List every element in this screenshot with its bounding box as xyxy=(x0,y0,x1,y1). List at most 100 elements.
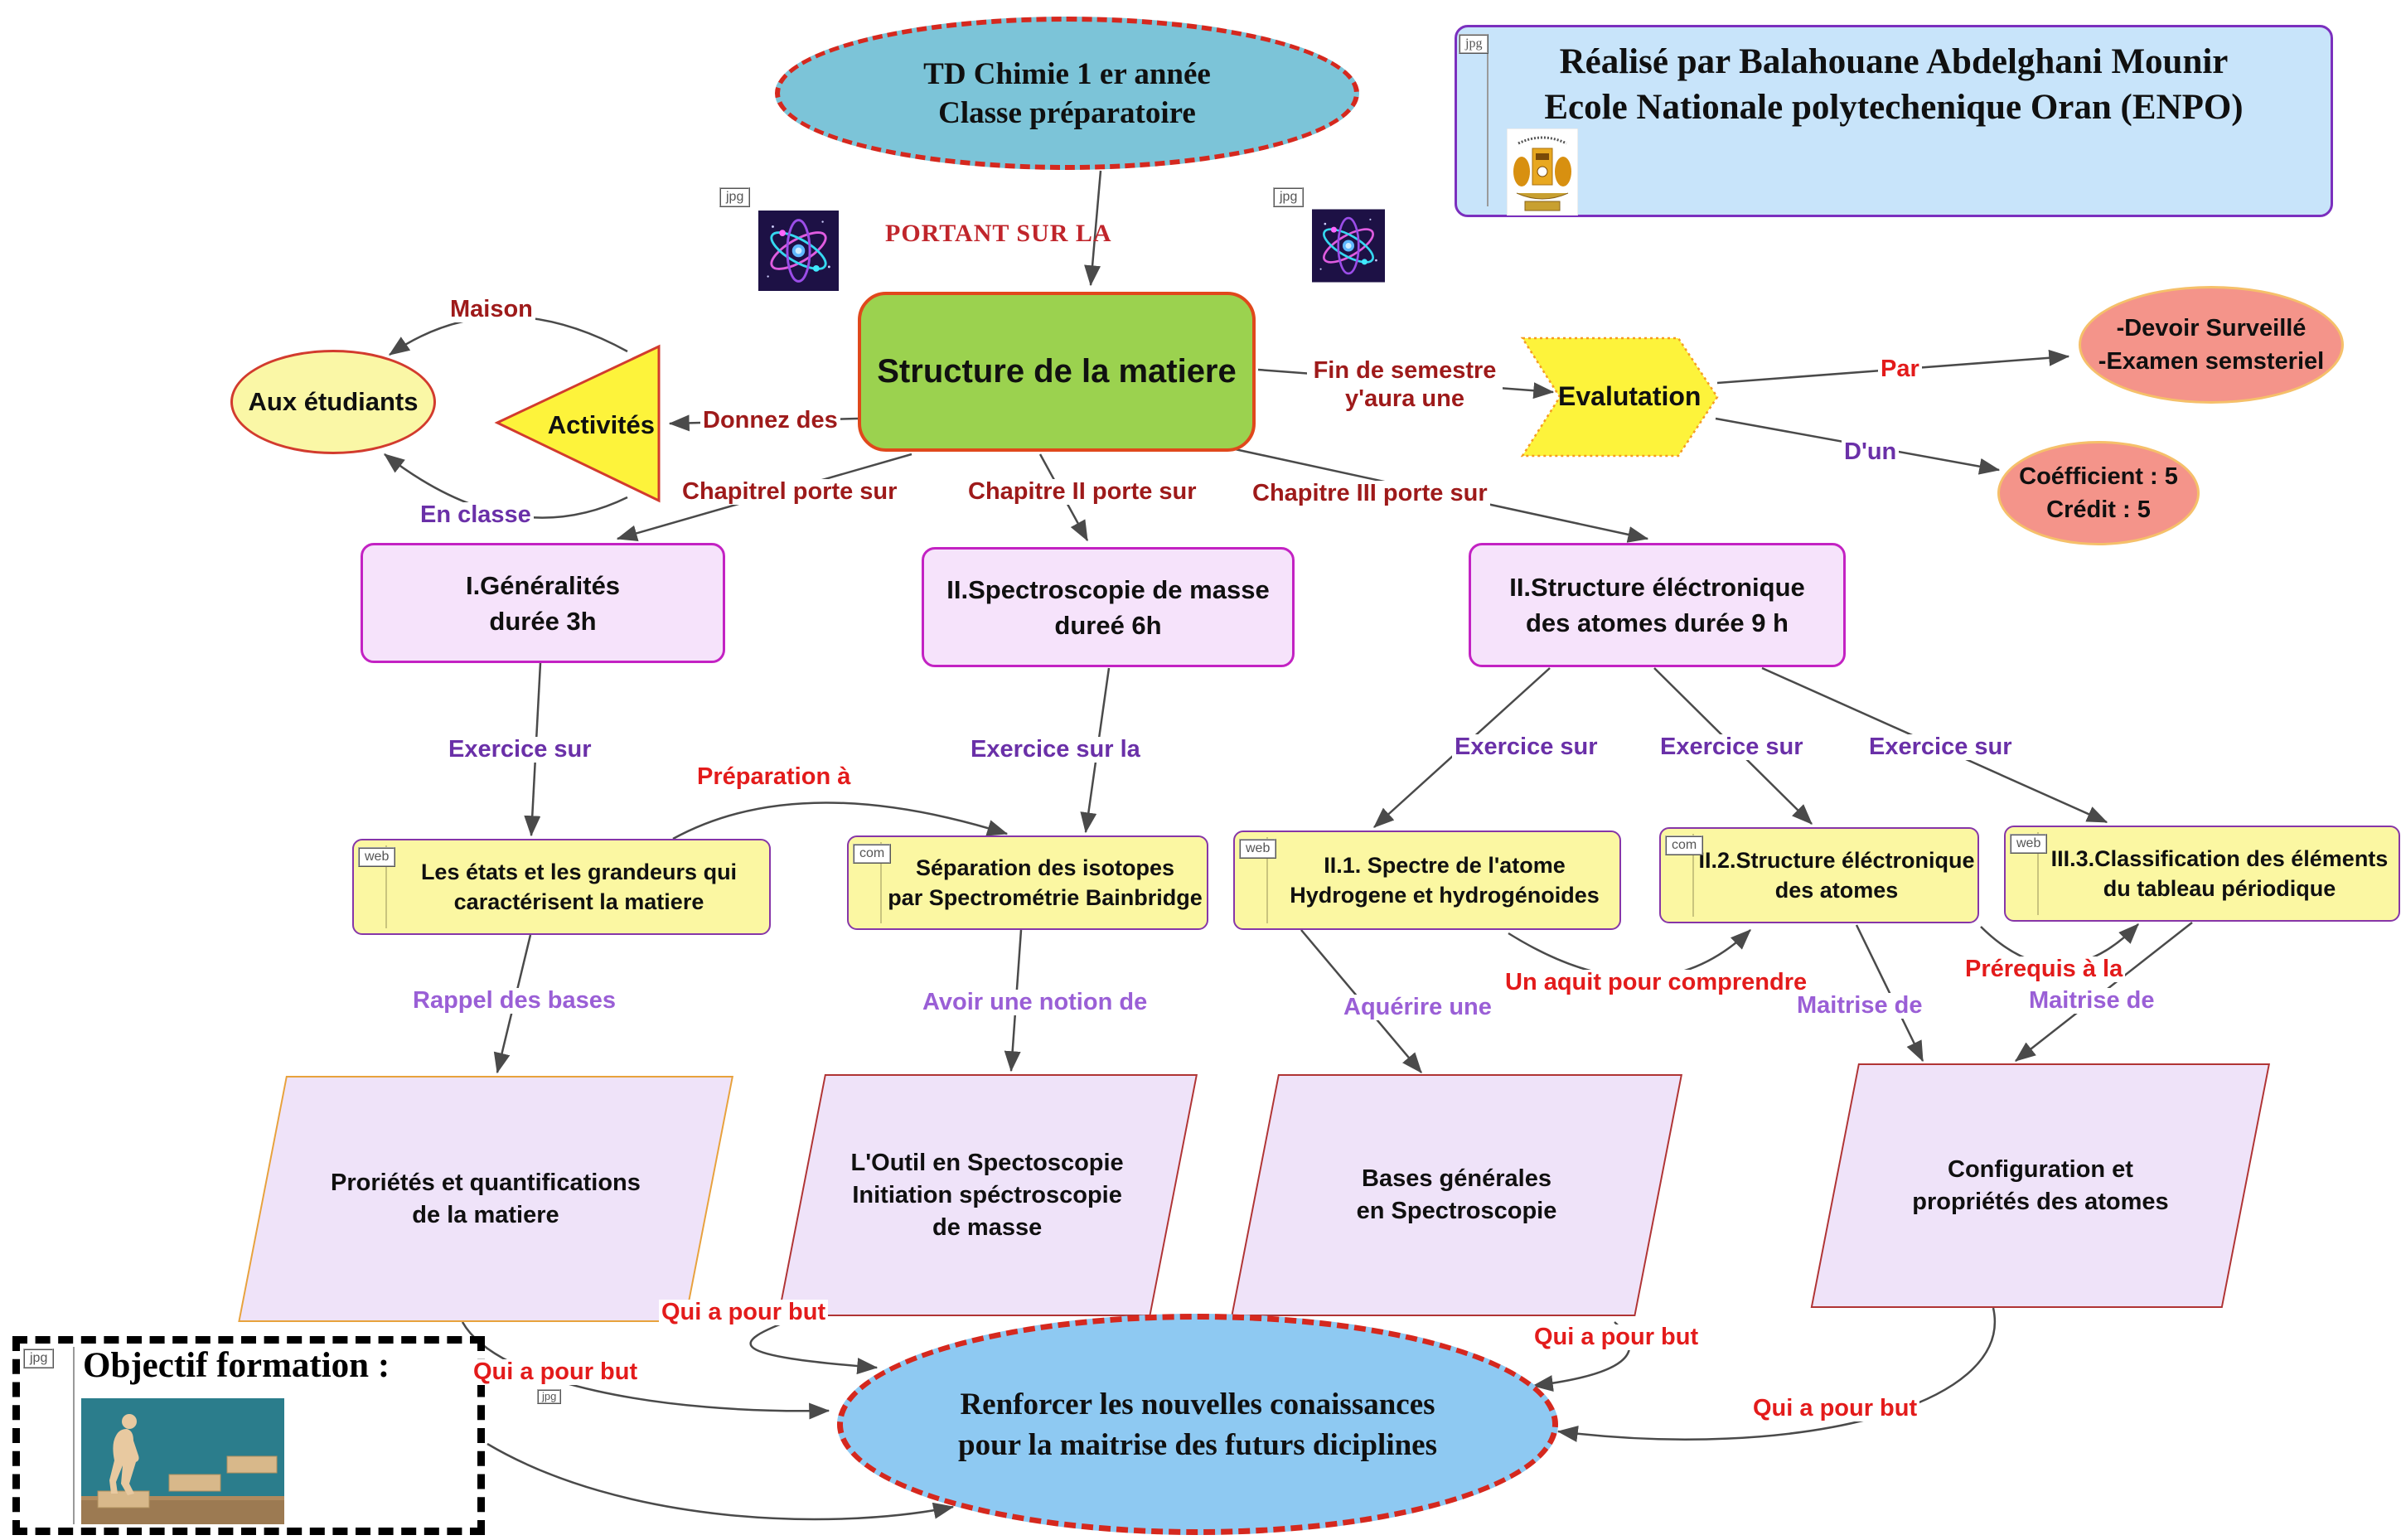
node-objectif-formation[interactable]: jpg Objectif formation : xyxy=(12,1336,485,1535)
chapter1-line1: I.Généralités xyxy=(465,570,621,600)
outcome2-text: L'Outil en Spectoscopie Initiation spéct… xyxy=(851,1147,1124,1244)
com-resource-tag[interactable]: com xyxy=(853,844,892,864)
link-label-but-4[interactable]: Qui a pour but xyxy=(1750,1396,1920,1421)
node-topic-classification-elements[interactable]: web III.3.Classification des éléments du… xyxy=(2004,826,2400,922)
jpg-resource-tag[interactable]: jpg xyxy=(719,187,751,207)
node-aux-etudiants[interactable]: Aux étudiants xyxy=(230,350,436,454)
course-line2: Classe préparatoire xyxy=(938,95,1196,130)
goal-line2: pour la maitrise des futurs diciplines xyxy=(958,1427,1437,1462)
topic2-line1: Séparation des isotopes xyxy=(915,855,1175,880)
link-label-maison[interactable]: Maison xyxy=(448,297,535,322)
activities-label[interactable]: Activités xyxy=(547,410,655,439)
jpg-resource-tag[interactable]: jpg xyxy=(1273,187,1305,207)
topic4-line1: II.2.Structure éléctronique xyxy=(1698,848,1975,873)
exams-line1: -Devoir Surveillé xyxy=(2116,315,2307,341)
link-label-maitrise2[interactable]: Maitrise de xyxy=(2026,988,2157,1014)
topic1-line2: caractérisent la matiere xyxy=(453,889,704,914)
objectif-title: Objectif formation : xyxy=(83,1346,390,1385)
topic-divider-line xyxy=(1692,834,1694,917)
topic5-line1: III.3.Classification des éléments xyxy=(2050,846,2389,871)
link-label-chapitre3[interactable]: Chapitre III porte sur xyxy=(1250,481,1490,506)
link-label-aquit[interactable]: Un aquit pour comprendre xyxy=(1503,970,1810,995)
link-label-chapitre1[interactable]: Chapitrel porte sur xyxy=(680,479,900,505)
link-label-but-1[interactable]: Qui a pour but xyxy=(659,1300,829,1325)
link-label-donnez-des[interactable]: Donnez des xyxy=(700,408,840,433)
jpg-resource-tag[interactable]: jpg xyxy=(23,1349,55,1368)
link-label-exercice2[interactable]: Exercice sur la xyxy=(968,737,1143,763)
link-label-fin-de-semestre[interactable]: Fin de semestre y'aura une xyxy=(1307,356,1503,413)
outcome2-line2: Initiation spéctroscopie xyxy=(852,1181,1123,1208)
node-chapter1-generalites[interactable]: I.Généralités durée 3h xyxy=(361,543,725,663)
topic5-line2: du tableau périodique xyxy=(2103,876,2336,901)
node-topic-etats-grandeurs[interactable]: web Les états et les grandeurs qui carac… xyxy=(352,839,771,935)
link-label-prerequis[interactable]: Prérequis à la xyxy=(1963,956,2126,982)
node-goal-renforcer[interactable]: Renforcer les nouvelles conaissances pou… xyxy=(837,1314,1558,1535)
link-label-exercice3[interactable]: Exercice sur xyxy=(1452,734,1600,760)
jpg-resource-tag[interactable]: jpg xyxy=(1459,34,1489,54)
node-outcome-proprietes[interactable]: Proriétés et quantifications de la matie… xyxy=(238,1076,733,1322)
node-chapter3-structure-electronique[interactable]: II.Structure éléctronique des atomes dur… xyxy=(1469,543,1846,667)
credit-divider-line xyxy=(1487,36,1489,206)
goal-line1: Renforcer les nouvelles conaissances xyxy=(960,1387,1435,1421)
students-label: Aux étudiants xyxy=(248,387,419,416)
web-resource-tag[interactable]: web xyxy=(2010,834,2048,854)
outcome2-line1: L'Outil en Spectoscopie xyxy=(851,1149,1125,1176)
outcome1-line1: Proriétés et quantifications xyxy=(331,1169,641,1196)
atom-image-left xyxy=(758,211,839,291)
link-label-but-3[interactable]: Qui a pour but xyxy=(1532,1324,1702,1350)
enpo-logo-image xyxy=(1507,128,1578,216)
link-label-dun[interactable]: D'un xyxy=(1842,439,1900,465)
link-label-chapitre2[interactable]: Chapitre II porte sur xyxy=(966,479,1199,505)
web-resource-tag[interactable]: web xyxy=(1239,839,1277,859)
node-coefficient-credit[interactable]: Coéfficient : 5 Crédit : 5 xyxy=(1997,441,2200,545)
node-chapter2-spectroscopie[interactable]: II.Spectroscopie de masse dureé 6h xyxy=(922,547,1295,667)
link-label-preparation[interactable]: Préparation à xyxy=(695,764,854,790)
link-label-exercice1[interactable]: Exercice sur xyxy=(446,737,594,763)
fin-line1: Fin de semestre xyxy=(1313,357,1497,384)
evaluation-label[interactable]: Evalutation xyxy=(1558,381,1702,411)
topic2-line2: par Spectrométrie Bainbridge xyxy=(888,885,1203,910)
outcome4-line1: Configuration et xyxy=(1947,1155,2133,1183)
link-label-but-2[interactable]: Qui a pour but xyxy=(471,1359,641,1385)
outcome3-text: Bases générales en Spectroscopie xyxy=(1357,1163,1557,1228)
node-outcome-outil-spectoscopie[interactable]: L'Outil en Spectoscopie Initiation spéct… xyxy=(777,1074,1198,1316)
link-label-exercice5[interactable]: Exercice sur xyxy=(1866,734,2015,760)
node-outcome-configuration[interactable]: Configuration et propriétés des atomes xyxy=(1810,1063,2270,1308)
link-label-aquerire[interactable]: Aquérire une xyxy=(1341,995,1494,1020)
outcome3-line1: Bases générales xyxy=(1362,1165,1552,1192)
activities-triangle-node[interactable] xyxy=(494,344,661,503)
link-label-exercice4[interactable]: Exercice sur xyxy=(1658,734,1806,760)
outcome3-line2: en Spectroscopie xyxy=(1356,1198,1557,1224)
outcome2-line3: de masse xyxy=(932,1213,1043,1241)
node-devoir-examen[interactable]: -Devoir Surveillé -Examen semsteriel xyxy=(2079,286,2344,404)
com-resource-tag[interactable]: com xyxy=(1665,835,1704,855)
course-line1: TD Chimie 1 er année xyxy=(923,56,1211,91)
outcome1-text: Proriétés et quantifications de la matie… xyxy=(331,1167,641,1232)
node-outcome-bases-spectroscopie[interactable]: Bases générales en Spectroscopie xyxy=(1231,1074,1682,1316)
link-label-maitrise1[interactable]: Maitrise de xyxy=(1794,993,1925,1019)
outcome4-line2: propriétés des atomes xyxy=(1912,1188,2169,1215)
link-label-en-classe[interactable]: En classe xyxy=(418,502,534,528)
node-course-title[interactable]: TD Chimie 1 er année Classe préparatoire xyxy=(775,17,1359,170)
root-label: Structure de la matiere xyxy=(877,353,1237,390)
web-resource-tag[interactable]: web xyxy=(358,847,396,867)
topic-divider-line xyxy=(880,842,882,923)
node-topic-spectre-atome[interactable]: web II.1. Spectre de l'atome Hydrogene e… xyxy=(1233,831,1621,930)
node-topic-separation-isotopes[interactable]: com Séparation des isotopes par Spectrom… xyxy=(847,835,1208,930)
chapter1-line2: durée 3h xyxy=(489,606,597,636)
objectif-divider-line xyxy=(73,1347,75,1524)
evaluation-chevron-node[interactable] xyxy=(1520,337,1719,458)
link-label-portant-sur-la[interactable]: PORTANT SUR LA xyxy=(883,220,1111,246)
link-label-rappel[interactable]: Rappel des bases xyxy=(410,988,618,1014)
jpg-resource-tag[interactable]: jpg xyxy=(537,1389,562,1404)
node-topic-structure-electronique[interactable]: com II.2.Structure éléctronique des atom… xyxy=(1659,827,1979,923)
topic-divider-line xyxy=(1266,837,1268,923)
atom-image-right xyxy=(1312,209,1385,283)
link-label-par[interactable]: Par xyxy=(1878,356,1922,382)
node-structure-matiere[interactable]: Structure de la matiere xyxy=(858,292,1256,452)
link-label-notion[interactable]: Avoir une notion de xyxy=(920,990,1150,1015)
node-credit-box[interactable]: jpg Réalisé par Balahouane Abdelghani Mo… xyxy=(1455,25,2333,217)
exams-line2: -Examen semsteriel xyxy=(2098,348,2325,375)
chapter2-line1: II.Spectroscopie de masse xyxy=(946,574,1270,604)
